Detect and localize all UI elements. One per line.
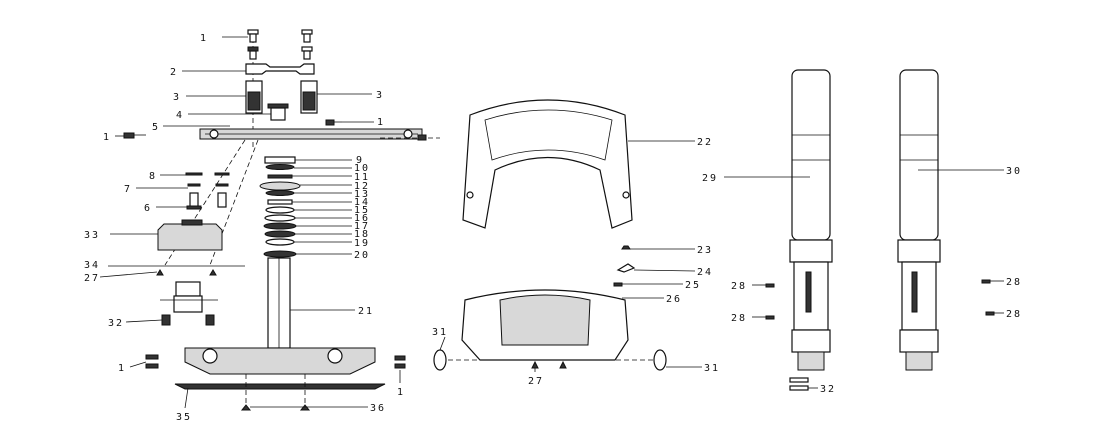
callout-c12: 12 [354, 181, 370, 192]
callout-c29: 29 [702, 173, 718, 184]
cover-part [157, 223, 223, 251]
callout-c28d: 28 [1006, 309, 1022, 320]
callout-c4: 4 [176, 110, 184, 121]
callout-c14: 14 [354, 197, 370, 208]
callout-c30: 30 [1006, 166, 1022, 177]
callout-c28a: 28 [731, 281, 747, 292]
bearing-stack [259, 156, 301, 258]
callout-c35: 35 [176, 412, 192, 423]
callout-c1a: 1 [200, 33, 208, 44]
leader-line [99, 271, 158, 278]
callout-c28b: 28 [731, 313, 747, 324]
callout-c20: 20 [354, 250, 370, 261]
leader-line [184, 387, 189, 409]
callout-c31a: 31 [432, 327, 448, 338]
fork-right-part [897, 69, 941, 371]
callout-c22: 22 [697, 137, 713, 148]
callout-c10: 10 [354, 163, 370, 174]
callout-c17: 17 [354, 221, 370, 232]
callout-c32b: 32 [820, 384, 836, 395]
callout-c3a: 3 [173, 92, 181, 103]
callout-c9: 9 [356, 155, 364, 166]
callout-c18: 18 [354, 229, 370, 240]
leader-line [125, 319, 163, 323]
nut-part [270, 107, 286, 121]
callout-c31b: 31 [704, 363, 720, 374]
callout-c36: 36 [370, 403, 386, 414]
knob-part [653, 349, 667, 371]
leader-line [439, 336, 446, 351]
callout-c1e: 1 [397, 387, 405, 398]
steering-assembly [108, 29, 440, 411]
callout-c2: 2 [170, 67, 178, 78]
callout-c24: 24 [697, 267, 713, 278]
top-clamp-part [245, 63, 315, 75]
callout-c28c: 28 [1006, 277, 1022, 288]
lower-triple-clamp-part [184, 347, 376, 375]
callout-c25: 25 [685, 280, 701, 291]
callout-c1c: 1 [377, 117, 385, 128]
callout-c27a: 27 [84, 273, 100, 284]
headlight-cowl-part [462, 99, 633, 229]
callout-c34: 34 [84, 260, 100, 271]
fork-left-part [789, 69, 833, 371]
callout-c1d: 1 [118, 363, 126, 374]
callout-c8: 8 [149, 171, 157, 182]
callout-c16: 16 [354, 213, 370, 224]
callout-c11: 11 [354, 172, 370, 183]
callout-c7: 7 [124, 184, 132, 195]
callout-c5: 5 [152, 122, 160, 133]
callout-c1b: 1 [103, 132, 111, 143]
callout-c15: 15 [354, 205, 370, 216]
leader-line [633, 269, 696, 272]
lower-fairing-part [461, 289, 629, 361]
callout-c3b: 3 [376, 90, 384, 101]
callout-c13: 13 [354, 189, 370, 200]
callout-c26: 26 [666, 294, 682, 305]
callout-c21: 21 [358, 306, 374, 317]
callout-c33: 33 [84, 230, 100, 241]
leader-lines [99, 36, 1004, 409]
bolt-part [247, 29, 313, 60]
callout-c32a: 32 [108, 318, 124, 329]
callout-c27b: 27 [528, 376, 544, 387]
callout-c6: 6 [144, 203, 152, 214]
plate-part [174, 383, 386, 390]
leader-line [129, 361, 147, 368]
callout-c23: 23 [697, 245, 713, 256]
knob-part [433, 349, 447, 371]
callout-c19: 19 [354, 238, 370, 249]
